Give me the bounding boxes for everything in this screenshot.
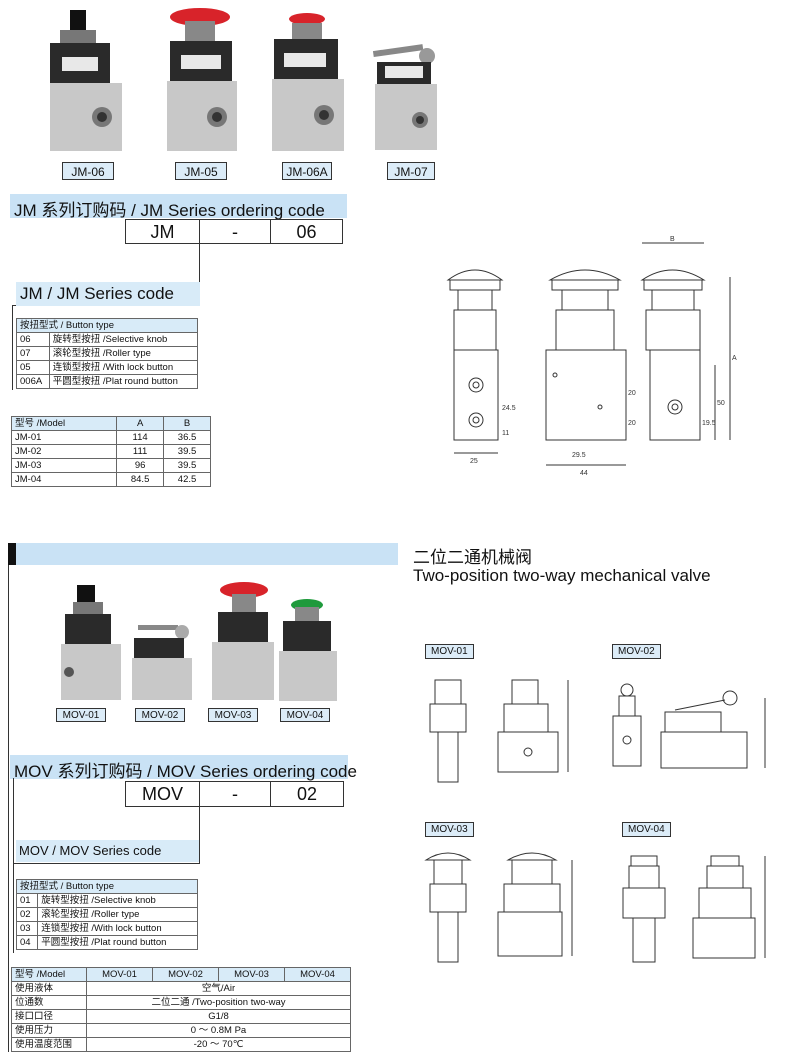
section-accent-bar: [10, 194, 347, 218]
dim-label: 44: [580, 470, 588, 477]
product-image-jm-07: [372, 44, 437, 150]
dim-label: 20: [628, 420, 636, 427]
order-code-prefix: JM: [125, 219, 200, 244]
product-caption: MOV-04: [280, 708, 330, 722]
dim-label: A: [732, 355, 737, 362]
section-marker: [8, 543, 16, 565]
product-caption: MOV-03: [208, 708, 258, 722]
drawing-label: MOV-03: [425, 822, 474, 837]
order-bracket: [13, 863, 200, 864]
order-code-dash: -: [199, 781, 271, 807]
section-frame-line: [8, 565, 9, 1052]
mov-series-code: MOV / MOV Series code: [16, 840, 199, 862]
product-image-jm-06a: [272, 13, 344, 151]
table-row: 使用温度范围-20 ～ 70℃: [11, 1037, 351, 1052]
product-image-jm-06: [50, 10, 122, 151]
drawing-label: MOV-02: [612, 644, 661, 659]
dim-label: 20: [628, 390, 636, 397]
dim-label: 19.5: [702, 420, 716, 427]
product-caption: JM-07: [387, 162, 435, 180]
dim-label: 11: [502, 430, 509, 437]
order-code-dash: -: [199, 219, 271, 244]
jm-ordering-title: JM 系列订购码 / JM Series ordering code: [14, 201, 325, 220]
product-caption: MOV-01: [56, 708, 106, 722]
table-header: 按扭型式 / Button type: [16, 318, 198, 333]
product-image-mov-03: [212, 582, 274, 700]
product-image-mov-04: [279, 599, 337, 701]
order-code-suffix: 06: [270, 219, 343, 244]
order-code-suffix: 02: [270, 781, 344, 807]
jm-technical-drawing: B A 24.5 11 25 29.5 44 20 20 19.5 50: [446, 236, 737, 477]
product-image-jm-05: [167, 8, 237, 151]
order-bracket: [13, 778, 14, 953]
dim-label: 50: [717, 400, 725, 407]
dim-label: 29.5: [572, 452, 586, 459]
drawing-label: MOV-04: [622, 822, 671, 837]
order-code-prefix: MOV: [125, 781, 200, 807]
mov-spec-table: 型号 /Model MOV-01 MOV-02 MOV-03 MOV-04 使用…: [11, 967, 351, 1052]
mov-title-cn: 二位二通机械阀: [413, 548, 532, 567]
section-accent-bar: [10, 755, 348, 779]
order-bracket: [12, 305, 13, 390]
product-image-mov-01: [61, 585, 121, 700]
mov-03-drawing: [424, 852, 573, 963]
drawing-label: MOV-01: [425, 644, 474, 659]
product-caption: JM-06A: [282, 162, 332, 180]
mov-02-drawing: [612, 683, 766, 769]
product-caption: JM-05: [175, 162, 227, 180]
order-bracket: [199, 807, 200, 863]
product-caption: JM-06: [62, 162, 114, 180]
section-accent-bar: [16, 543, 398, 565]
mov-ordering-title: MOV 系列订购码 / MOV Series ordering code: [14, 762, 357, 781]
mov-01-drawing: [429, 679, 569, 783]
table-row: 使用液体空气/Air: [11, 981, 351, 996]
product-caption: MOV-02: [135, 708, 185, 722]
order-bracket: [199, 244, 200, 304]
product-image-mov-02: [132, 625, 192, 700]
jm-series-code: JM / JM Series code: [16, 282, 200, 306]
mov-04-drawing: [622, 855, 766, 963]
dim-label: 24.5: [502, 405, 516, 412]
table-header: 按扭型式 / Button type: [16, 879, 198, 894]
dim-label: B: [670, 236, 675, 243]
dim-label: 25: [470, 458, 478, 465]
mov-title-en: Two-position two-way mechanical valve: [413, 566, 711, 585]
table-row: 位通数二位二通 /Two-position two-way: [11, 995, 351, 1010]
